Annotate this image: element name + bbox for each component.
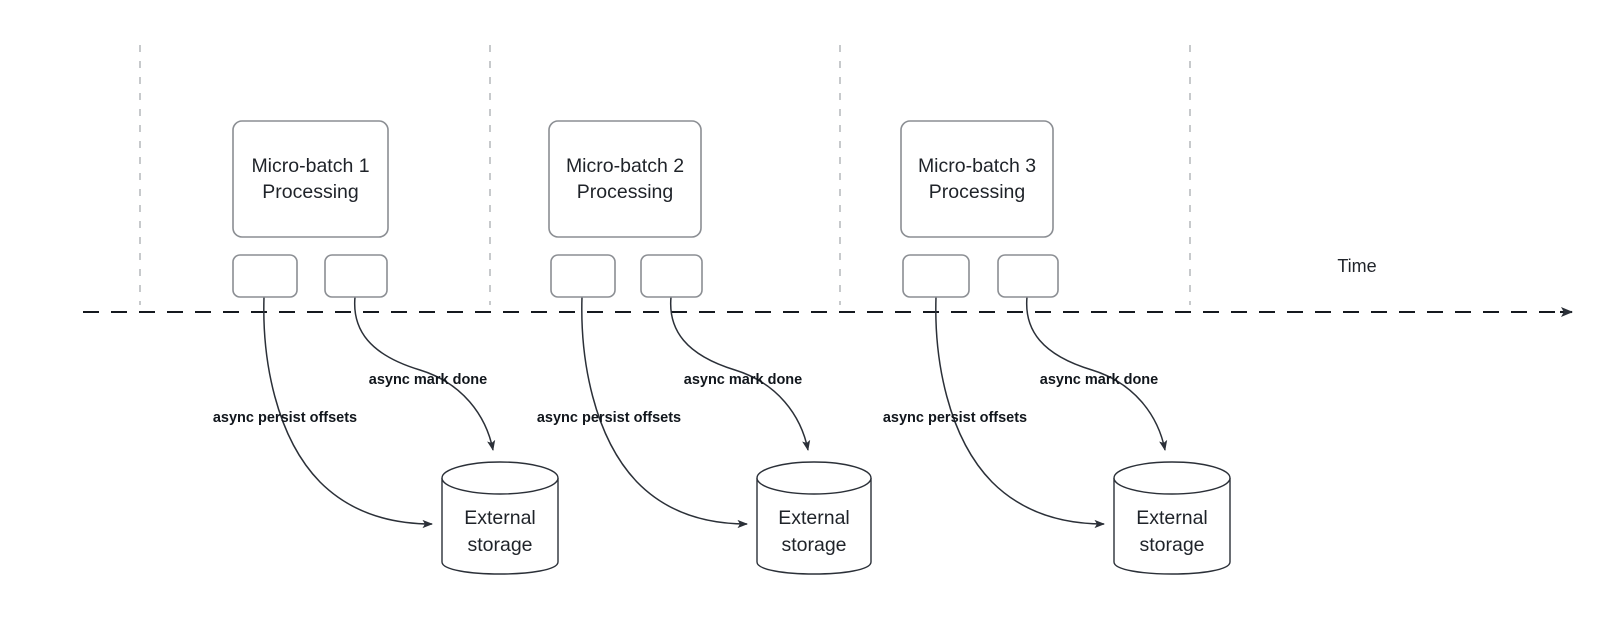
external-storage-3-line1: External — [1136, 507, 1208, 529]
external-storage-3-body[interactable] — [1113, 478, 1231, 575]
persist-offsets-edge-1 — [263, 296, 433, 529]
persist-offsets-edge-2-label: async persist offsets — [537, 410, 681, 426]
task-box-2a[interactable] — [550, 254, 616, 298]
mark-done-edge-1 — [353, 296, 496, 451]
external-storage-1-body[interactable] — [441, 478, 559, 575]
micro-batch-1-box[interactable] — [232, 120, 389, 238]
micro-batch-3-box-line1: Micro-batch 3 — [918, 155, 1036, 177]
persist-offsets-edge-2 — [581, 296, 748, 529]
persist-offsets-edge-3-label: async persist offsets — [883, 410, 1027, 426]
mark-done-edge-2-label: async mark done — [684, 372, 802, 388]
micro-batch-2-box-line1: Micro-batch 2 — [566, 155, 684, 177]
external-storage-3-line2: storage — [1139, 534, 1204, 556]
external-storage-1-line1: External — [464, 507, 536, 529]
diagram-nodes — [232, 120, 1231, 575]
external-storage-2-line1: External — [778, 507, 850, 529]
micro-batch-1-box-line1: Micro-batch 1 — [251, 155, 369, 177]
external-storage-2-body[interactable] — [756, 478, 872, 575]
mark-done-edge-1-label: async mark done — [369, 372, 487, 388]
time-axis-label: Time — [1337, 256, 1376, 276]
mark-done-edge-2 — [669, 296, 811, 451]
flow-edges — [263, 296, 1168, 529]
task-box-3b[interactable] — [997, 254, 1059, 298]
micro-batch-2-box[interactable] — [548, 120, 702, 238]
external-storage-1-top — [441, 461, 559, 495]
micro-batch-3-box-line2: Processing — [929, 181, 1025, 203]
external-storage-1-line2: storage — [467, 534, 532, 556]
mark-done-edge-3-label: async mark done — [1040, 372, 1158, 388]
task-box-1b[interactable] — [324, 254, 388, 298]
persist-offsets-edge-3 — [935, 296, 1105, 529]
task-box-1a[interactable] — [232, 254, 298, 298]
micro-batch-3-box[interactable] — [900, 120, 1054, 238]
micro-batch-2-box-line2: Processing — [577, 181, 673, 203]
external-storage-2-top — [756, 461, 872, 495]
task-box-3a[interactable] — [902, 254, 970, 298]
external-storage-2-line2: storage — [781, 534, 846, 556]
mark-done-edge-3 — [1025, 296, 1168, 451]
external-storage-3-top — [1113, 461, 1231, 495]
task-box-2b[interactable] — [640, 254, 703, 298]
persist-offsets-edge-1-label: async persist offsets — [213, 410, 357, 426]
batch-boundary-guides — [139, 45, 1191, 305]
micro-batch-1-box-line2: Processing — [262, 181, 358, 203]
